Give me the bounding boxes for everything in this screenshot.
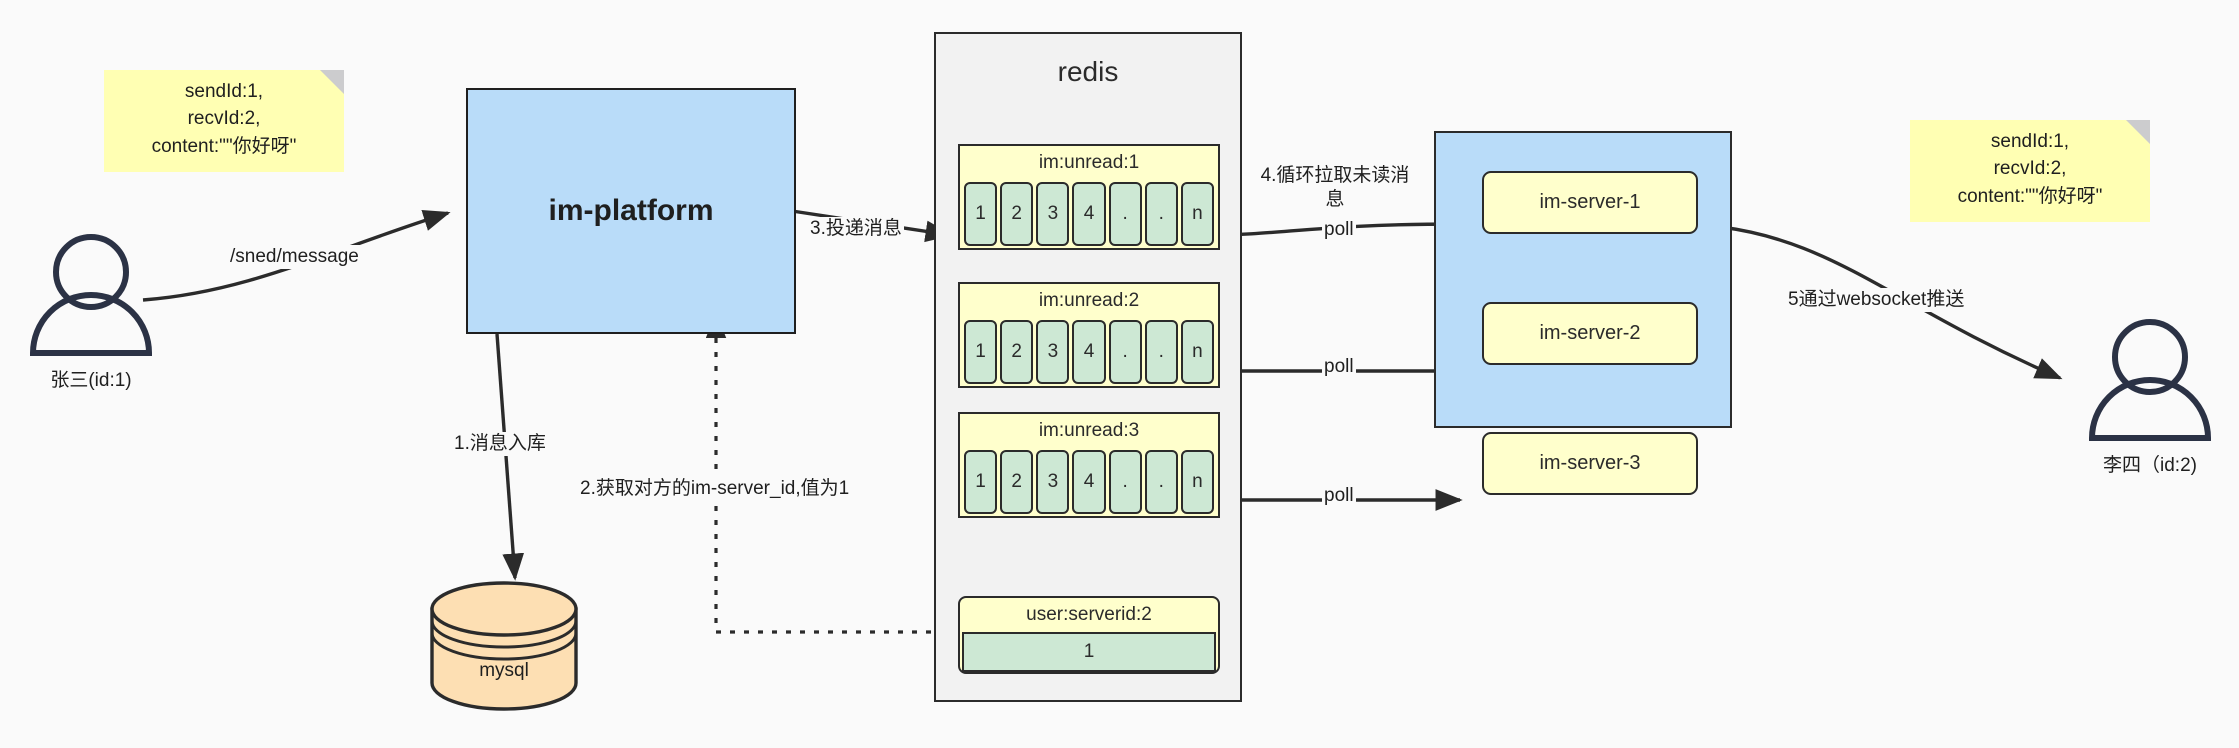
redis-key-label-0: im:unread:1 <box>1038 152 1140 173</box>
node-im-server-group: im-server-1 im-server-2 im-server-3 <box>1434 131 1732 495</box>
edge-label-poll-1: poll <box>1322 218 1356 242</box>
note-right-text: sendId:1, recvId:2, content:""你好呀" <box>1957 130 2103 207</box>
node-im-server-2[interactable]: im-server-2 <box>1482 302 1698 365</box>
redis-cell[interactable]: . <box>1108 320 1142 384</box>
sender-label: 张三(id:1) <box>50 370 132 391</box>
receiver-label: 李四（id:2) <box>2103 455 2197 476</box>
node-im-platform[interactable]: im-platform <box>466 88 796 334</box>
redis-cell[interactable]: 4 <box>1072 182 1106 246</box>
redis-cell[interactable]: 3 <box>1036 320 1070 384</box>
edge-label-step4: 4.循环拉取未读消 息 <box>1258 164 1412 212</box>
redis-key-group-2[interactable]: im:unread:3 1 2 3 4 . . n <box>958 412 1220 518</box>
redis-cell[interactable]: . <box>1144 320 1178 384</box>
edge-label-step5: 5通过websocket推送 <box>1786 288 1967 312</box>
redis-cell[interactable]: n <box>1180 182 1214 246</box>
redis-cell[interactable]: n <box>1180 450 1214 514</box>
redis-cell[interactable]: . <box>1144 450 1178 514</box>
redis-cell[interactable]: 3 <box>1036 450 1070 514</box>
sender-person-icon <box>29 234 153 356</box>
redis-cell[interactable]: . <box>1108 182 1142 246</box>
node-im-server-1-label: im-server-1 <box>1539 191 1641 213</box>
redis-cells-1: 1 2 3 4 . . n <box>964 320 1214 384</box>
note-left-text: sendId:1, recvId:2, content:""你好呀" <box>151 80 297 157</box>
node-mysql-label: mysql <box>479 660 529 681</box>
edge-to-mysql <box>495 333 525 581</box>
node-redis-container: redis im:unread:1 1 2 3 4 . . n im:unrea… <box>934 32 1242 702</box>
redis-serverid-value[interactable]: 1 <box>962 632 1216 672</box>
mysql-cylinder <box>430 581 578 711</box>
node-im-server-3[interactable]: im-server-3 <box>1482 432 1698 495</box>
redis-cell[interactable]: 3 <box>1036 182 1070 246</box>
node-im-platform-label: im-platform <box>548 194 714 227</box>
node-im-server-3-label: im-server-3 <box>1539 452 1641 474</box>
note-right: sendId:1, recvId:2, content:""你好呀" <box>1910 120 2150 222</box>
redis-cell[interactable]: . <box>1108 450 1142 514</box>
redis-serverid-key-label: user:serverid:2 <box>1026 604 1152 625</box>
edge-get-serverid <box>705 312 959 634</box>
redis-cell[interactable]: 4 <box>1072 450 1106 514</box>
redis-cell[interactable]: 1 <box>964 182 998 246</box>
redis-key-group-0[interactable]: im:unread:1 1 2 3 4 . . n <box>958 144 1220 250</box>
receiver-person-icon <box>2088 319 2212 441</box>
redis-cell[interactable]: 4 <box>1072 320 1106 384</box>
edge-label-step3: 3.投递消息 <box>808 217 904 241</box>
node-im-server-1[interactable]: im-server-1 <box>1482 171 1698 234</box>
redis-cell[interactable]: n <box>1180 320 1214 384</box>
note-fold-icon <box>320 70 344 94</box>
redis-cell[interactable]: . <box>1144 182 1178 246</box>
node-im-server-2-label: im-server-2 <box>1539 322 1641 344</box>
redis-cell[interactable]: 2 <box>1000 182 1034 246</box>
redis-cell[interactable]: 2 <box>1000 320 1034 384</box>
redis-key-group-serverid[interactable]: user:serverid:2 1 <box>958 596 1220 674</box>
redis-key-label-2: im:unread:3 <box>1038 420 1140 441</box>
redis-cell[interactable]: 1 <box>964 450 998 514</box>
redis-cell[interactable]: 1 <box>964 320 998 384</box>
edge-label-poll-2: poll <box>1322 355 1356 379</box>
redis-key-group-1[interactable]: im:unread:2 1 2 3 4 . . n <box>958 282 1220 388</box>
redis-cell[interactable]: 2 <box>1000 450 1034 514</box>
redis-title: redis <box>1057 56 1119 87</box>
edge-label-step2: 2.获取对方的im-server_id,值为1 <box>578 477 852 501</box>
note-left: sendId:1, recvId:2, content:""你好呀" <box>104 70 344 172</box>
redis-cells-2: 1 2 3 4 . . n <box>964 450 1214 514</box>
redis-key-label-1: im:unread:2 <box>1038 290 1140 311</box>
edge-label-step1: 1.消息入库 <box>452 432 548 456</box>
edge-label-send-message: /sned/message <box>228 245 361 269</box>
note-fold-icon <box>2126 120 2150 144</box>
redis-cells-0: 1 2 3 4 . . n <box>964 182 1214 246</box>
edge-label-poll-3: poll <box>1322 484 1356 508</box>
